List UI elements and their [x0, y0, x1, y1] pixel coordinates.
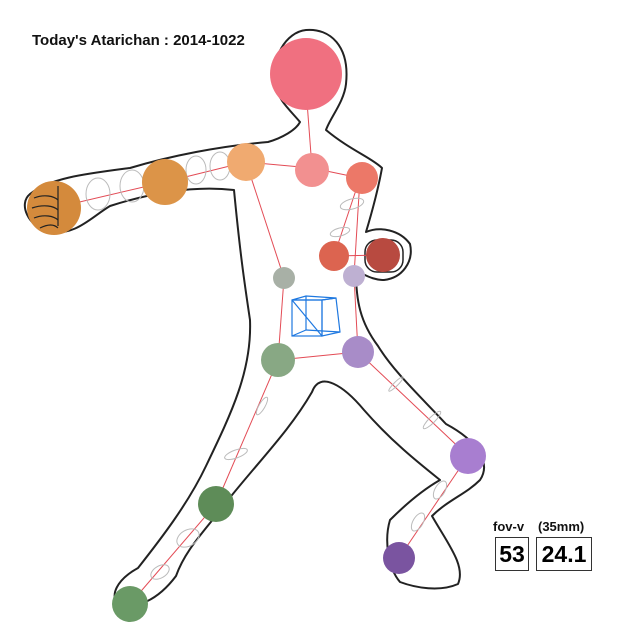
left-foot-joint: [112, 586, 148, 622]
focal-length-label: (35mm): [538, 519, 585, 534]
right-hip-joint: [342, 336, 374, 368]
body-outline: [23, 28, 485, 607]
page-title: Today's Atarichan : 2014-1022: [32, 32, 245, 49]
head-joint: [270, 38, 342, 110]
left-shoulder-joint: [227, 143, 265, 181]
right-hip-upper-joint: [343, 265, 365, 287]
camera-cube-icon: [291, 295, 341, 337]
fov-v-label: fov-v: [493, 519, 525, 534]
right-shoulder-joint: [346, 162, 378, 194]
right-knee-joint: [450, 438, 486, 474]
finger-lines: [31, 186, 59, 229]
left-hip-upper-joint: [273, 267, 295, 289]
left-elbow-joint: [142, 159, 188, 205]
right-elbow-joint: [319, 241, 349, 271]
neck-joint: [295, 153, 329, 187]
left-hip-joint: [261, 343, 295, 377]
left-knee-joint: [198, 486, 234, 522]
joints: [27, 38, 486, 622]
right-hand-joint: [366, 238, 400, 272]
fov-v-value: 53: [495, 537, 529, 571]
focal-length-value: 24.1: [536, 537, 592, 571]
right-foot-joint: [383, 542, 415, 574]
